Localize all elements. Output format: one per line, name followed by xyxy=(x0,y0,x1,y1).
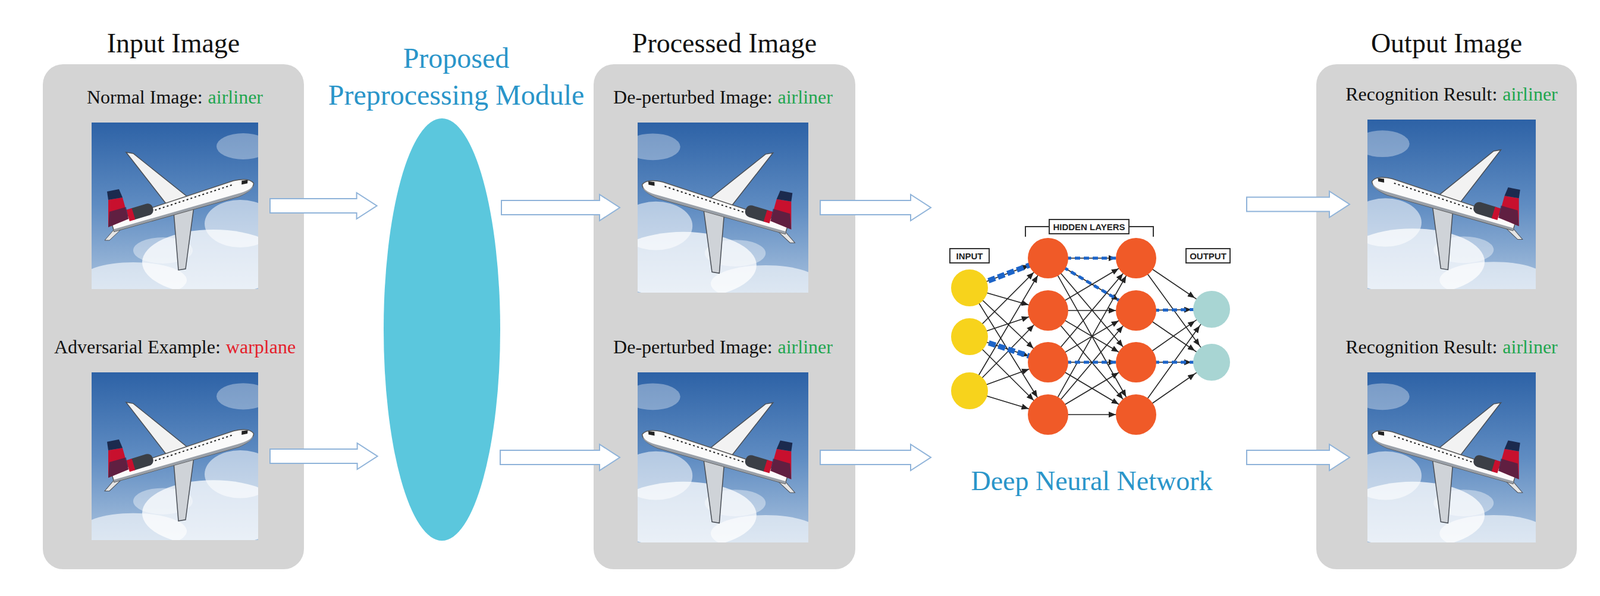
hidden-neuron xyxy=(1115,342,1157,383)
class-label: airliner xyxy=(1502,83,1558,106)
hidden-neuron xyxy=(1115,237,1157,279)
class-label: warplane xyxy=(226,336,296,359)
hidden-neuron xyxy=(1027,290,1069,331)
input-neuron xyxy=(951,372,988,410)
output-neuron xyxy=(1193,290,1231,328)
preprocessing-module: Proposed Preprocessing Module xyxy=(383,118,501,541)
output-neuron xyxy=(1193,343,1231,381)
input-neuron xyxy=(951,269,988,307)
hidden-neuron xyxy=(1027,237,1069,279)
text-group: Deep Neural Network xyxy=(901,463,1283,498)
panel-title: Output Image xyxy=(1371,27,1523,59)
image-caption: Adversarial Example: xyxy=(54,336,221,359)
highlight-paths xyxy=(969,258,1212,363)
flow-arrow xyxy=(270,443,378,470)
module-shape xyxy=(383,118,501,541)
text-group: De-perturbed Image:airliner xyxy=(584,85,862,109)
module-title: Proposed Preprocessing Module xyxy=(324,39,589,114)
flow-arrow xyxy=(1246,444,1350,471)
connection-line xyxy=(1048,258,1137,415)
image-caption: De-perturbed Image: xyxy=(613,86,773,109)
layer-tag: HIDDEN LAYERS xyxy=(1048,218,1130,235)
text-group: Recognition Result:airliner xyxy=(1313,334,1590,359)
layer-tag: OUTPUT xyxy=(1185,248,1231,264)
neurons xyxy=(951,237,1231,435)
panel-title: Processed Image xyxy=(632,27,817,59)
text-group: Recognition Result:airliner xyxy=(1313,82,1590,106)
hidden-neuron xyxy=(1115,394,1157,435)
text-group: Normal Image:airliner xyxy=(38,85,312,109)
flow-arrow xyxy=(1246,191,1350,218)
text-group: Input Image xyxy=(19,27,328,58)
text-group: Adversarial Example:warplane xyxy=(38,334,312,359)
text-group: De-perturbed Image:airliner xyxy=(584,334,862,359)
connection-line xyxy=(1048,258,1137,415)
flow-arrow xyxy=(820,194,931,221)
class-label: airliner xyxy=(208,86,263,109)
image-caption: Normal Image: xyxy=(86,86,203,109)
connection-lines xyxy=(969,258,1212,415)
hidden-neuron xyxy=(1115,290,1157,331)
panel-title: Input Image xyxy=(107,27,241,59)
network-title: Deep Neural Network xyxy=(970,465,1213,497)
text-group: Output Image xyxy=(1292,27,1600,58)
module-ellipse xyxy=(383,118,501,541)
class-label: airliner xyxy=(1502,336,1558,359)
airplane-photo xyxy=(79,122,285,298)
layer-tag: INPUT xyxy=(949,248,990,264)
flow-arrow xyxy=(501,194,620,221)
airplane-photo xyxy=(79,372,285,549)
flow-arrow xyxy=(500,444,620,471)
input-neuron xyxy=(951,318,988,356)
flow-arrow xyxy=(270,192,378,219)
class-label: airliner xyxy=(777,86,833,109)
airplane-photo xyxy=(1340,372,1549,552)
image-caption: Recognition Result: xyxy=(1345,336,1498,359)
airplane-photo xyxy=(610,372,821,552)
airplane-photo xyxy=(610,122,821,302)
class-label: airliner xyxy=(777,336,833,359)
flow-arrow xyxy=(820,444,931,471)
image-caption: Recognition Result: xyxy=(1345,83,1498,106)
image-caption: De-perturbed Image: xyxy=(613,336,773,359)
hidden-neuron xyxy=(1027,342,1069,383)
text-group: Proposed Preprocessing Module xyxy=(324,39,589,114)
airplane-photo xyxy=(1340,119,1549,298)
hidden-neuron xyxy=(1027,394,1069,435)
text-group: Processed Image xyxy=(569,27,880,58)
